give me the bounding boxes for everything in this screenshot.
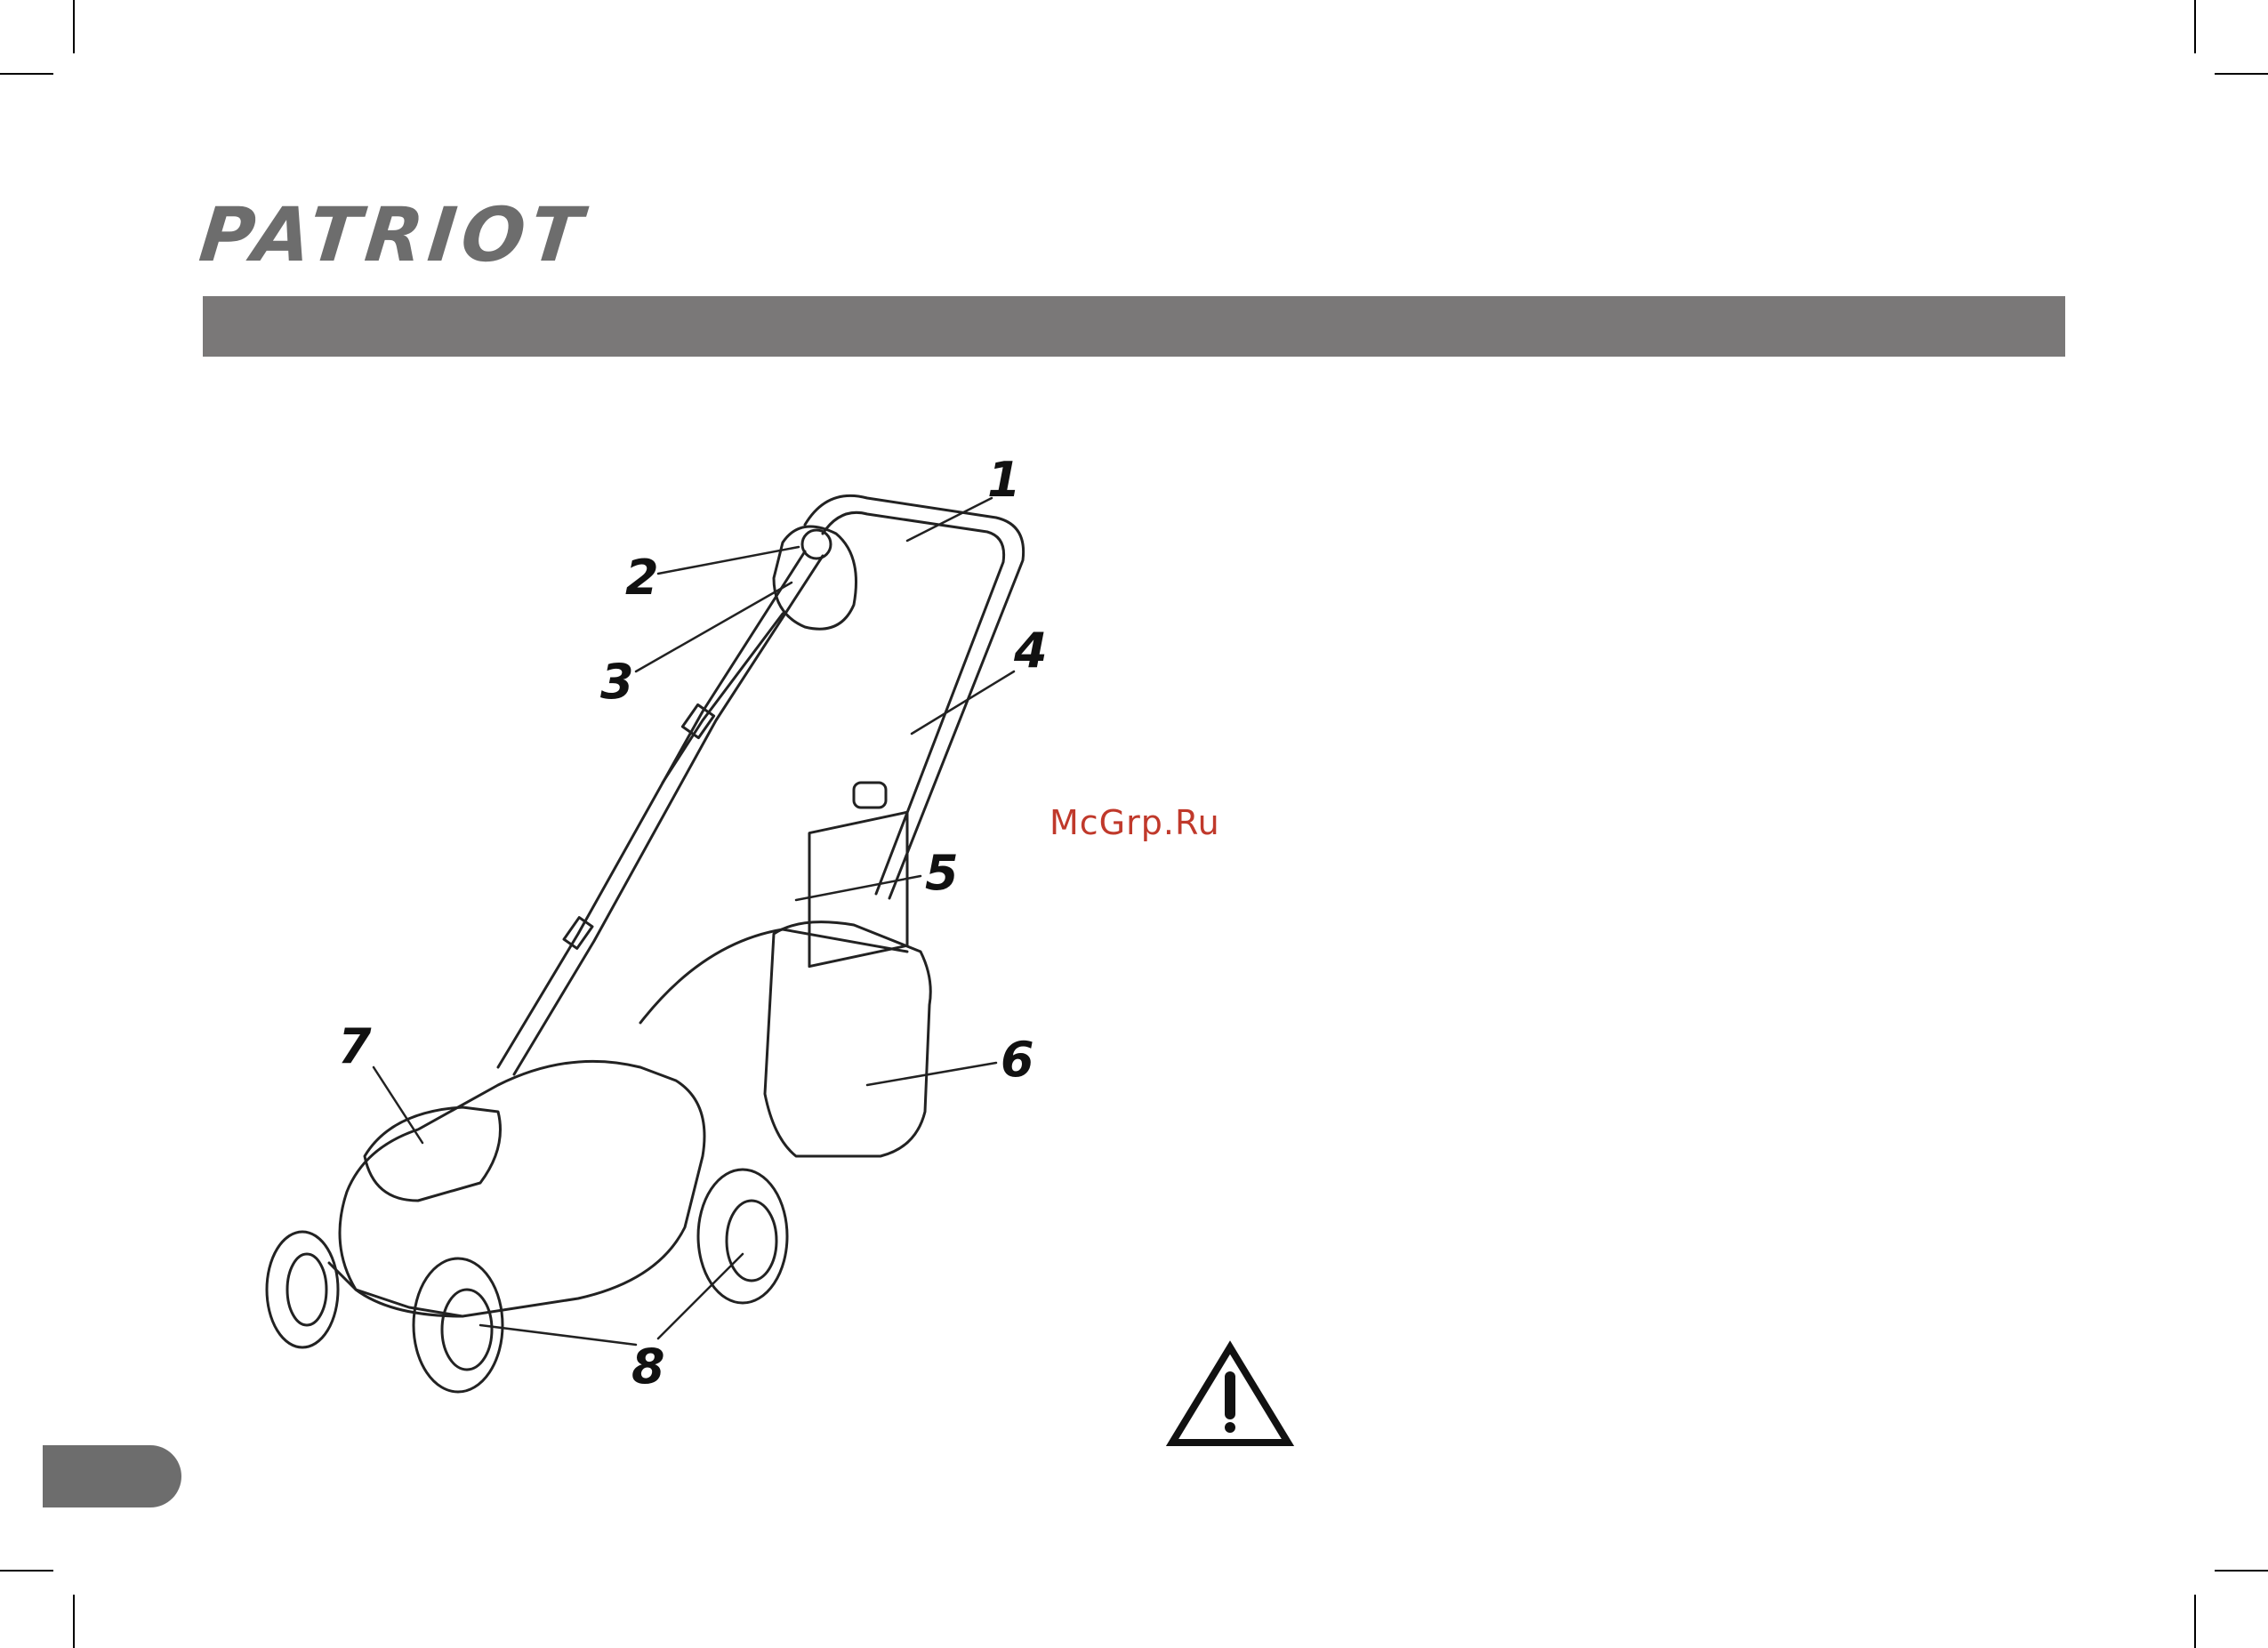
leader-8b [658,1254,743,1338]
handle-top [805,495,1024,898]
leader-6 [867,1063,996,1085]
wheel-rear [698,1170,787,1303]
wheel-front-left-inner [287,1254,326,1325]
callout-8: 8 [631,1338,665,1395]
callout-4: 4 [1013,623,1048,679]
wheel-rear-inner [727,1201,776,1281]
cable [663,614,783,783]
page-number-tab [43,1445,181,1507]
watermark: McGrp.Ru [1050,803,1220,842]
callout-2: 2 [625,550,659,606]
callout-1: 1 [987,452,1021,508]
callout-3: 3 [600,654,634,710]
leader-8a [480,1325,636,1345]
clamp-right [854,783,886,808]
callout-6: 6 [1001,1032,1034,1088]
switch-knob [802,530,831,559]
leader-4 [912,671,1014,734]
control-box [774,527,857,629]
leader-1 [907,498,992,541]
leader-3 [636,583,792,671]
callout-5: 5 [925,845,959,901]
warning-triangle-icon [1172,1347,1288,1443]
handle-left-rail-inner [514,556,823,1074]
leader-7 [374,1067,422,1143]
callout-7: 7 [338,1018,372,1074]
leader-5 [796,876,921,900]
wheel-front-right-inner [442,1290,492,1370]
handle-left-rail [498,551,805,1067]
leader-lines [374,498,1014,1345]
